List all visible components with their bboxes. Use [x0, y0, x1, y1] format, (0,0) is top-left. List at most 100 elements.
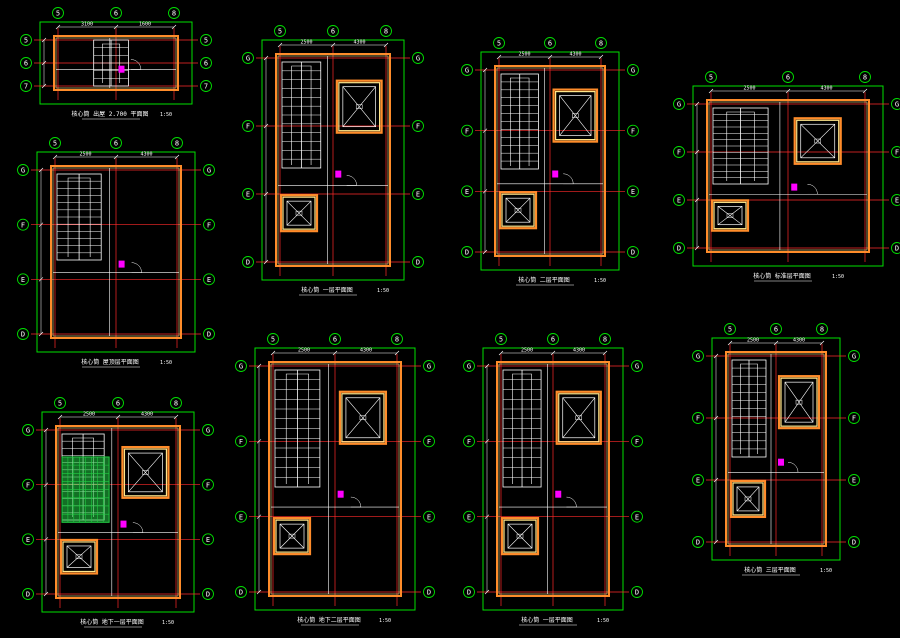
- axis-bubble-label: 5: [271, 336, 275, 344]
- axis-bubble-circle: [242, 120, 254, 132]
- building-wall-lining: [277, 55, 389, 265]
- axis-bubble-label: F: [416, 123, 420, 131]
- axis-bubble-y-left: 5: [20, 34, 32, 46]
- elevator-shaft-wall: [500, 517, 540, 556]
- dimension-tick: [713, 539, 719, 545]
- dimension-tick: [41, 83, 47, 89]
- dimension-tick: [550, 350, 556, 356]
- axis-bubble-label: D: [207, 331, 211, 339]
- axis-bubble-y-left: D: [461, 246, 473, 258]
- stair: [500, 73, 539, 170]
- dimension-tick: [277, 42, 283, 48]
- axis-bubble-label: E: [416, 191, 420, 199]
- axis-bubble-label: 5: [497, 40, 501, 48]
- elevator-shaft-wall: [777, 375, 821, 430]
- dimension-tick: [498, 350, 504, 356]
- dimension-tick: [713, 353, 719, 359]
- axis-bubble-y-right: 7: [200, 80, 212, 92]
- axis-bubble-y-left: G: [463, 360, 475, 372]
- axis-bubble-y-right: D: [627, 246, 639, 258]
- axis-bubble-y-right: F: [203, 218, 215, 231]
- dimension-text: 4300: [353, 40, 365, 46]
- axis-bubble-circle: [391, 333, 403, 345]
- axis-bubble-y-right: F: [848, 412, 860, 424]
- dimension-tick: [43, 591, 49, 597]
- axis-bubble-x: 8: [816, 323, 828, 335]
- dimension-text: 4300: [573, 348, 585, 354]
- elevator-counterweight: [575, 415, 583, 421]
- hatch-area: [61, 456, 110, 523]
- axis-bubble-y-left: E: [461, 185, 473, 198]
- elevator-cross: [800, 124, 835, 159]
- axis-bubble-circle: [17, 218, 29, 231]
- axis-bubble-y-right: E: [203, 273, 215, 286]
- axis-bubble-label: 5: [499, 336, 503, 344]
- dimension-tick: [270, 350, 276, 356]
- axis-bubble-label: E: [467, 513, 471, 521]
- dimension-text: 2500: [298, 348, 310, 354]
- axis-bubble-label: F: [26, 481, 30, 489]
- axis-bubble-y-left: G: [673, 98, 685, 110]
- axis-bubble-x: 8: [380, 25, 392, 37]
- elevator-counterweight: [514, 207, 522, 213]
- axis-bubble-label: 8: [863, 74, 867, 82]
- building-wall: [275, 53, 391, 267]
- dimension-tick: [598, 54, 604, 60]
- axis-bubble-circle: [200, 34, 212, 46]
- axis-bubble-y-right: F: [891, 146, 900, 158]
- axis-bubble-label: F: [467, 438, 471, 446]
- axis-bubble-y-right: F: [423, 435, 435, 448]
- elevator-shaft-lining: [501, 193, 535, 227]
- elevator-shaft-lining: [123, 448, 168, 497]
- axis-bubble-label: E: [26, 536, 30, 544]
- stair: [502, 369, 542, 488]
- dimension-tick: [256, 514, 262, 519]
- axis-bubble-circle: [235, 586, 247, 598]
- dimension-text: 4300: [793, 338, 805, 344]
- axis-bubble-label: G: [207, 167, 211, 175]
- dimension-tick: [694, 245, 700, 251]
- axis-bubble-label: E: [635, 513, 639, 521]
- axis-bubble-circle: [203, 328, 215, 340]
- building-wall-lining: [57, 427, 179, 597]
- axis-bubble-circle: [235, 360, 247, 372]
- axis-bubble-circle: [20, 80, 32, 92]
- dimension-tick: [694, 101, 700, 107]
- axis-bubble-label: 6: [331, 28, 335, 36]
- axis-bubble-y-right: E: [891, 194, 900, 206]
- axis-bubble-circle: [495, 333, 507, 345]
- axis-bubble-circle: [493, 37, 505, 49]
- axis-bubble-label: E: [677, 197, 681, 205]
- axis-bubble-y-left: G: [22, 424, 34, 436]
- axis-bubble-y-left: D: [673, 242, 685, 254]
- axis-bubble-label: 6: [114, 10, 118, 18]
- axis-bubble-circle: [380, 25, 392, 37]
- axis-bubble-circle: [52, 7, 64, 19]
- axis-bubble-label: D: [416, 259, 420, 267]
- axis-bubble-x: 8: [168, 7, 180, 19]
- elevator-secondary: [279, 194, 319, 233]
- axis-bubble-x: 6: [110, 137, 122, 149]
- elevator-car: [279, 523, 305, 549]
- axis-bubble-x: 5: [49, 137, 61, 149]
- axis-bubble-y-right: 5: [200, 34, 212, 46]
- axis-bubble-label: 8: [603, 336, 607, 344]
- dimension-tick: [708, 88, 714, 94]
- axis-bubble-circle: [22, 424, 34, 436]
- plan-caption: 核心筒 地下二层平面图: [297, 616, 361, 624]
- plan-outline: [711, 337, 841, 561]
- axis-bubble-y-right: G: [627, 64, 639, 76]
- axis-bubble-circle: [631, 586, 643, 598]
- axis-bubble-label: 5: [53, 140, 57, 148]
- dimension-tick: [115, 414, 121, 420]
- dimension-tick: [174, 154, 180, 160]
- axis-bubble-circle: [412, 256, 424, 268]
- axis-bubble-circle: [891, 98, 900, 110]
- dimension-text: 2500: [747, 338, 759, 344]
- dimension-tick: [113, 24, 119, 30]
- axis-bubble-circle: [547, 333, 559, 345]
